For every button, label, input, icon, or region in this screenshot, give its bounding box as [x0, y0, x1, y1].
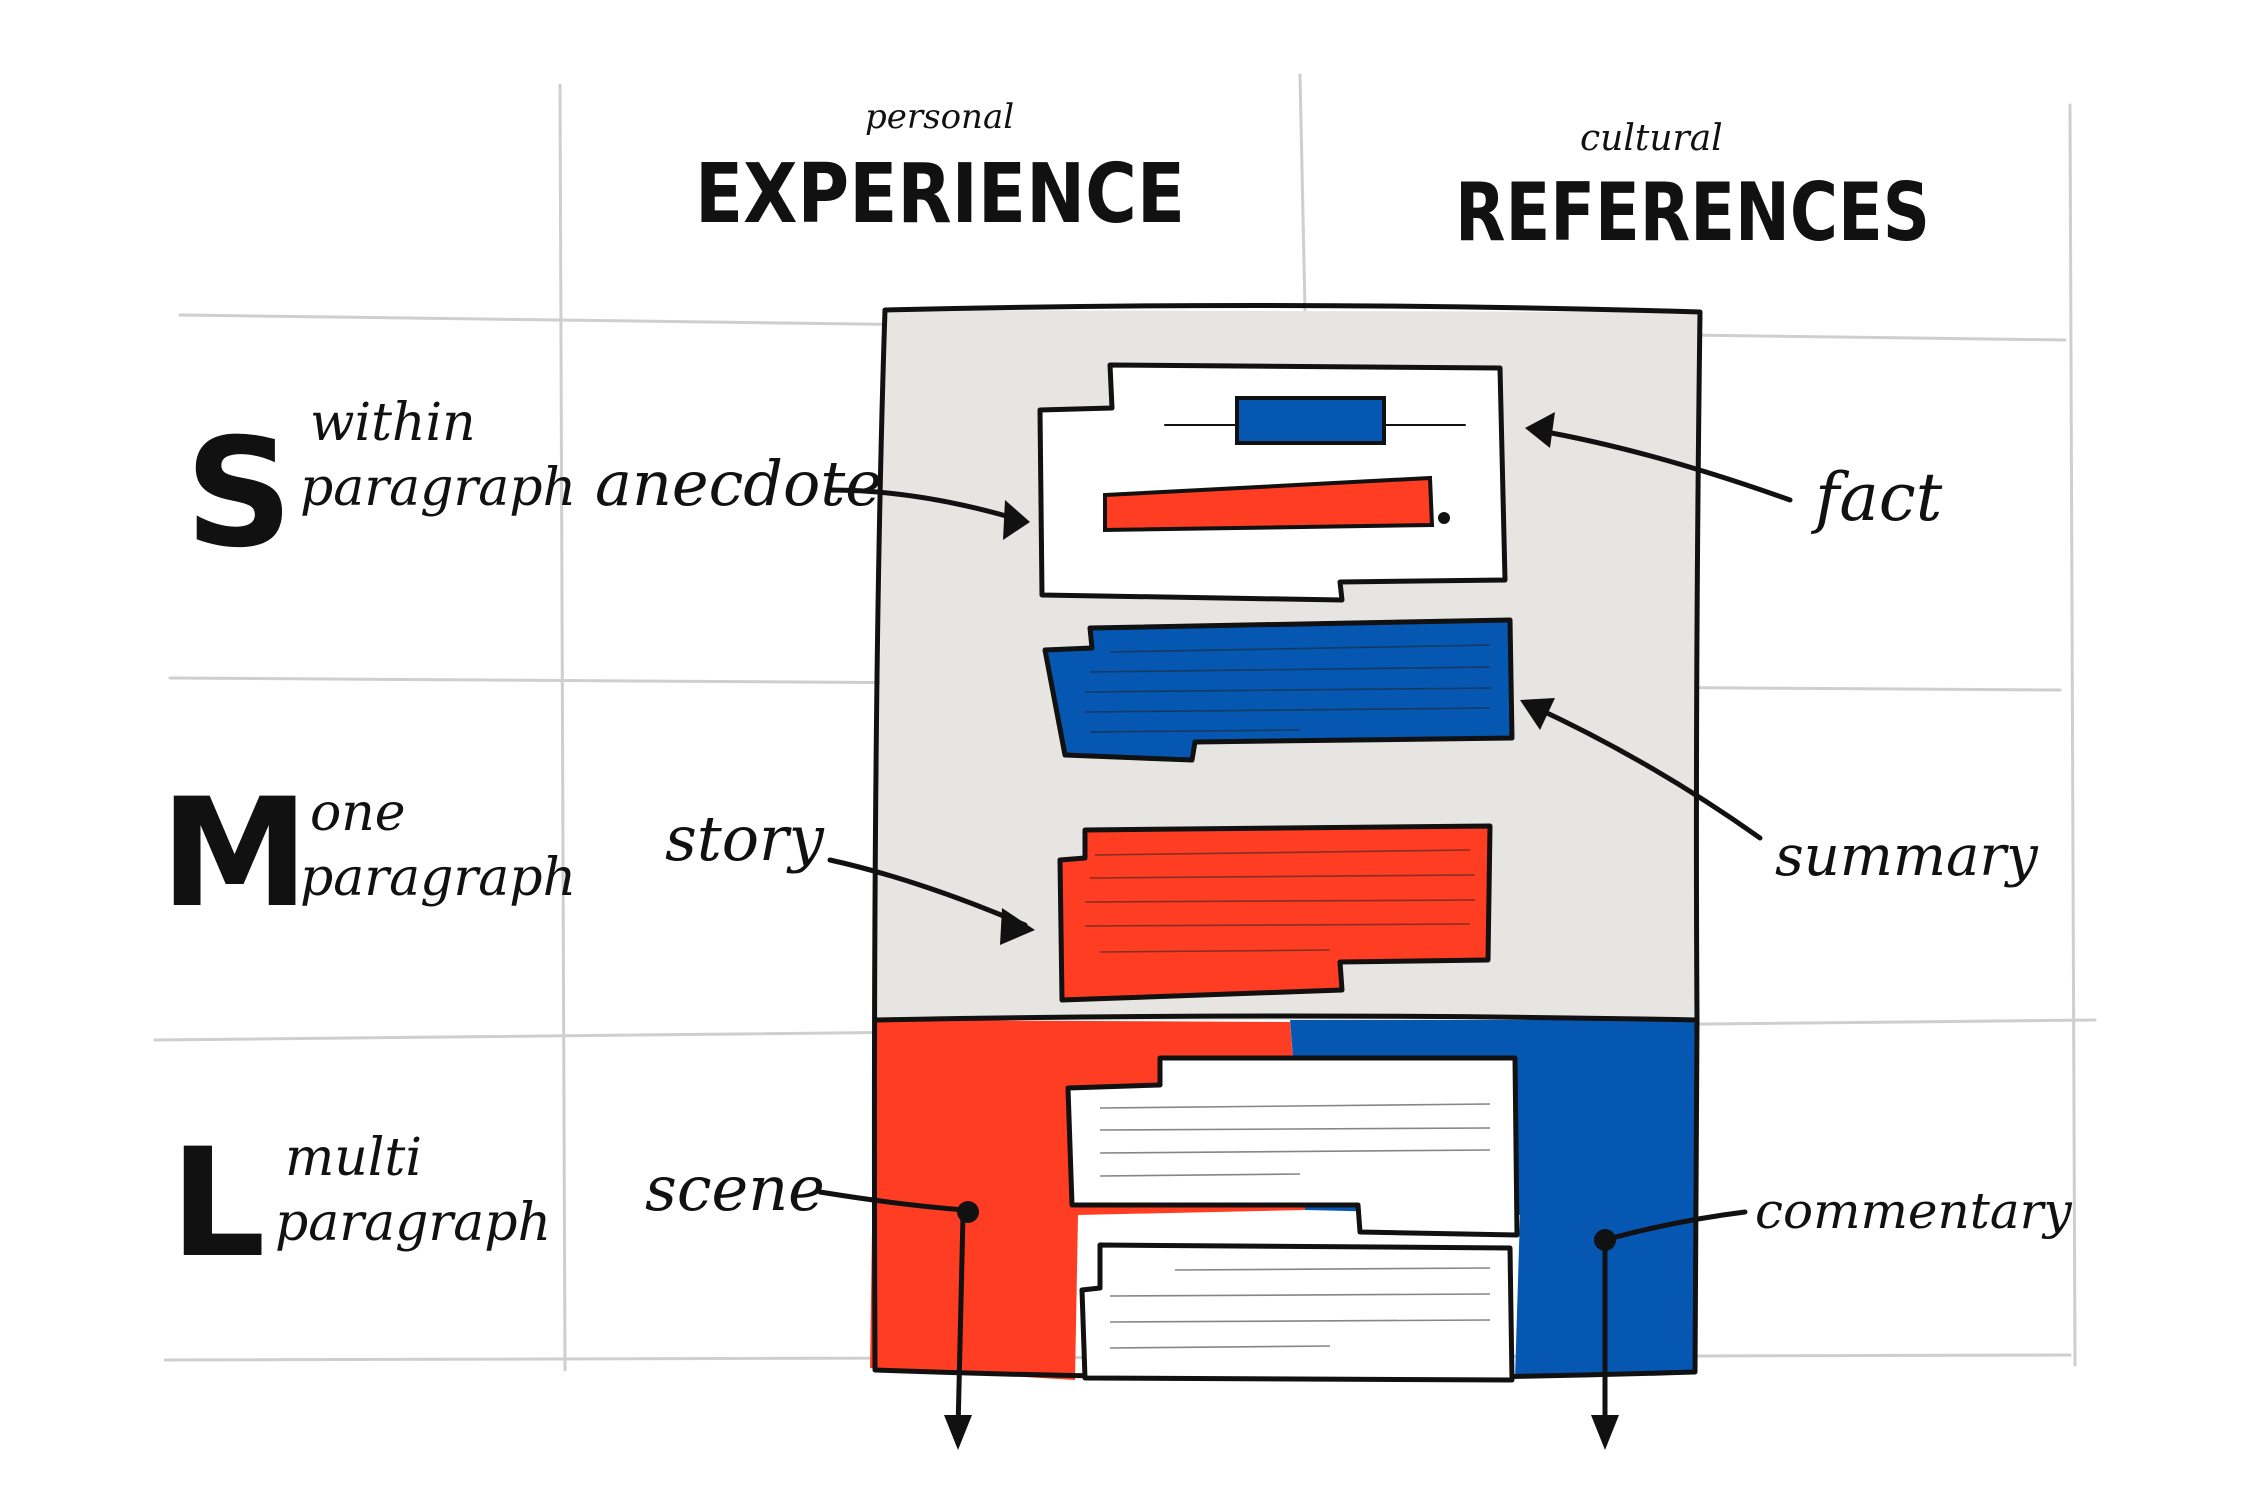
commentary-arrow [1591, 1209, 1748, 1450]
experience-header: EXPERIENCE [695, 147, 1185, 242]
label-story: story [665, 802, 825, 875]
label-summary: summary [1775, 824, 2039, 889]
experience-header-small: personal [865, 97, 1014, 137]
scene-arrow [817, 1189, 979, 1450]
references-header-small: cultural [1580, 118, 1723, 159]
scene-paragraph-box [1065, 1055, 1520, 1238]
story-paragraph-box [1057, 823, 1493, 1003]
row-l-line1: multi [285, 1128, 422, 1188]
row-m-letter: M [160, 767, 309, 941]
story-arrow [827, 857, 1035, 945]
commentary-paragraph-box [1079, 1242, 1515, 1383]
scene-text-lines [1099, 1103, 1491, 1177]
summary-text-lines [1084, 644, 1493, 733]
panel-outline [871, 302, 1703, 1381]
row-s-line2: paragraph [300, 458, 576, 518]
label-scene: scene [645, 1152, 825, 1225]
row-l-letter: L [170, 1117, 266, 1291]
label-anecdote: anecdote [595, 447, 882, 520]
references-header: REFERENCES [1455, 166, 1930, 259]
row-s-letter: S [185, 407, 293, 581]
period-dot [1438, 512, 1450, 524]
fact-blue-sentence [1235, 396, 1386, 445]
fact-arrow [1525, 412, 1793, 503]
row-m-line2: paragraph [300, 848, 576, 908]
anecdote-arrow [827, 487, 1030, 540]
label-fact: fact [1810, 459, 1943, 536]
anecdote-red-sentence [1103, 475, 1435, 533]
row-m-line1: one [310, 783, 406, 843]
summary-arrow [1520, 698, 1763, 841]
panel-divider [872, 1013, 1700, 1023]
row-l-line2: paragraph [275, 1193, 551, 1253]
story-text-lines [1084, 849, 1476, 953]
commentary-text-lines [1109, 1267, 1491, 1349]
row-s-line1: within [310, 393, 476, 453]
fact-paragraph-box [1037, 362, 1508, 603]
label-commentary: commentary [1755, 1182, 2073, 1240]
